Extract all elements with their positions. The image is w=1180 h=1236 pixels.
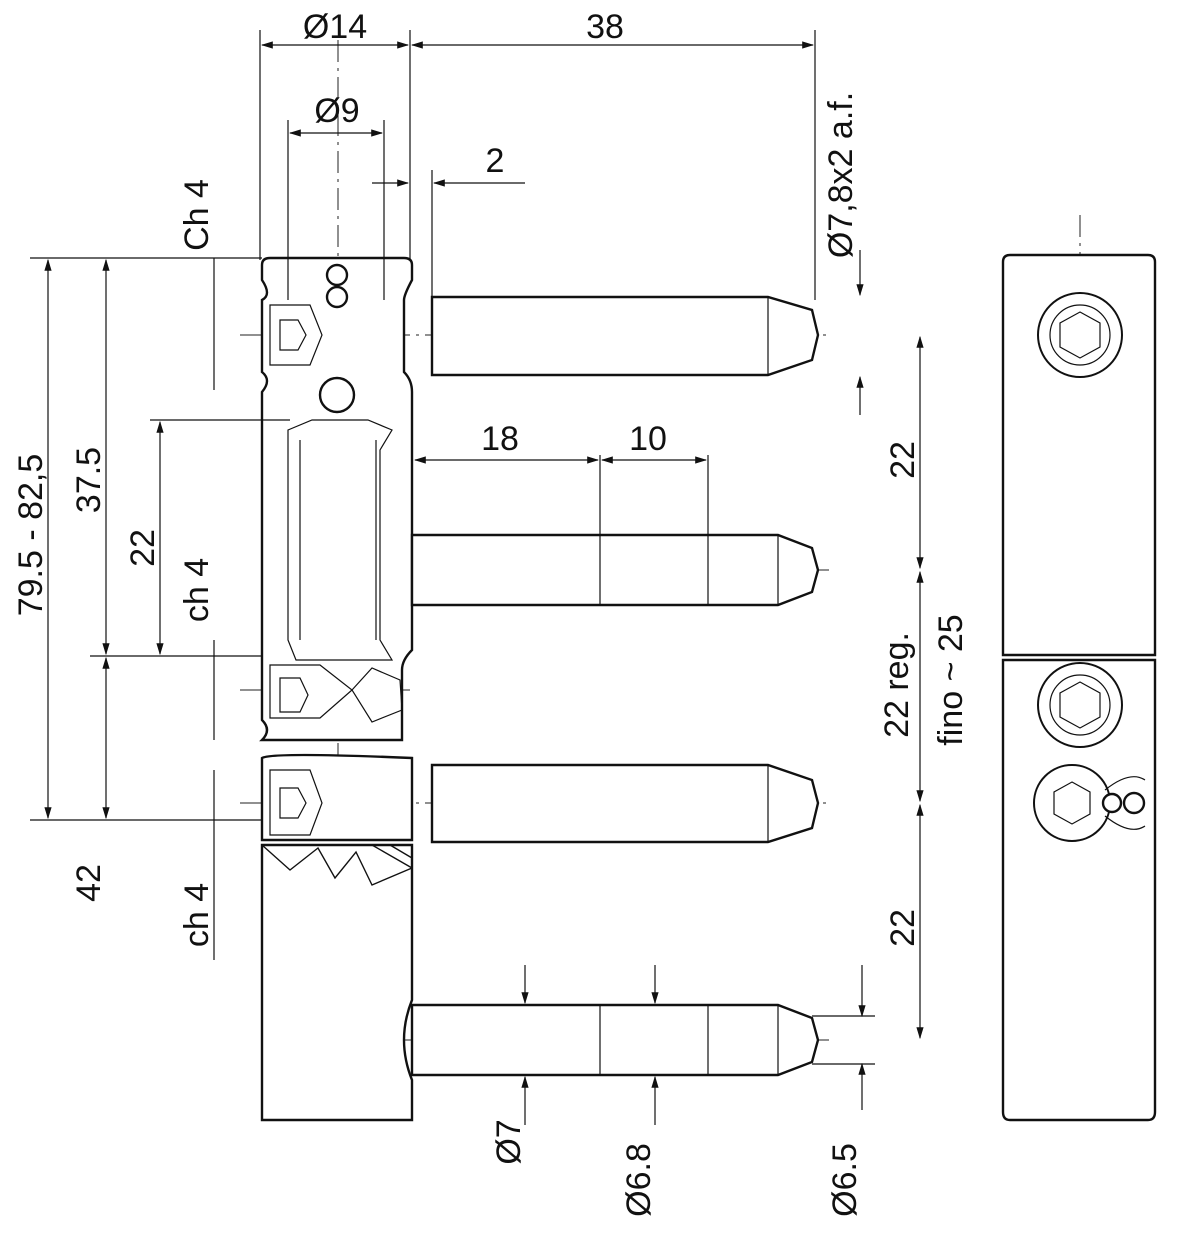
dim-d68: Ø6.8: [620, 1143, 658, 1217]
hinge-body-lower: [260, 753, 414, 1122]
dim-79-82: 79.5 - 82,5: [12, 454, 50, 617]
dimension-lines: [30, 30, 924, 1125]
dim-22-left: 22: [124, 529, 162, 567]
dim-22-right-top: 22: [884, 441, 922, 479]
hinge-front-view: [1001, 253, 1157, 1122]
dim-42: 42: [70, 864, 108, 902]
hinge-body-upper: [259, 256, 414, 742]
dim-38: 38: [586, 8, 624, 46]
dim-ch4-low: ch 4: [178, 883, 216, 947]
dim-fino-25: fino ~ 25: [932, 614, 970, 745]
pin-lower: [430, 763, 820, 844]
dim-37-5: 37.5: [70, 447, 108, 513]
dim-ch4-mid: ch 4: [178, 558, 216, 622]
dim-10: 10: [629, 420, 667, 458]
dimension-labels: Ø14 38 Ø9 2 18 10 Ch 4 Ø7,8x2 a.f. 37.5 …: [12, 8, 970, 1217]
dim-18: 18: [481, 420, 519, 458]
pin-bottom: [410, 1003, 820, 1077]
pin-middle: [410, 533, 820, 607]
dim-d7: Ø7: [490, 1119, 528, 1164]
dim-22-right-low: 22: [884, 909, 922, 947]
dim-d9: Ø9: [314, 92, 359, 130]
dim-22-reg: 22 reg.: [878, 632, 916, 738]
dim-2: 2: [486, 142, 505, 180]
dim-d65: Ø6.5: [826, 1143, 864, 1217]
dim-ch4-top: Ch 4: [178, 179, 216, 251]
dim-d78: Ø7,8x2 a.f.: [822, 92, 860, 258]
pin-top: [430, 295, 820, 377]
dim-d14: Ø14: [303, 8, 367, 46]
